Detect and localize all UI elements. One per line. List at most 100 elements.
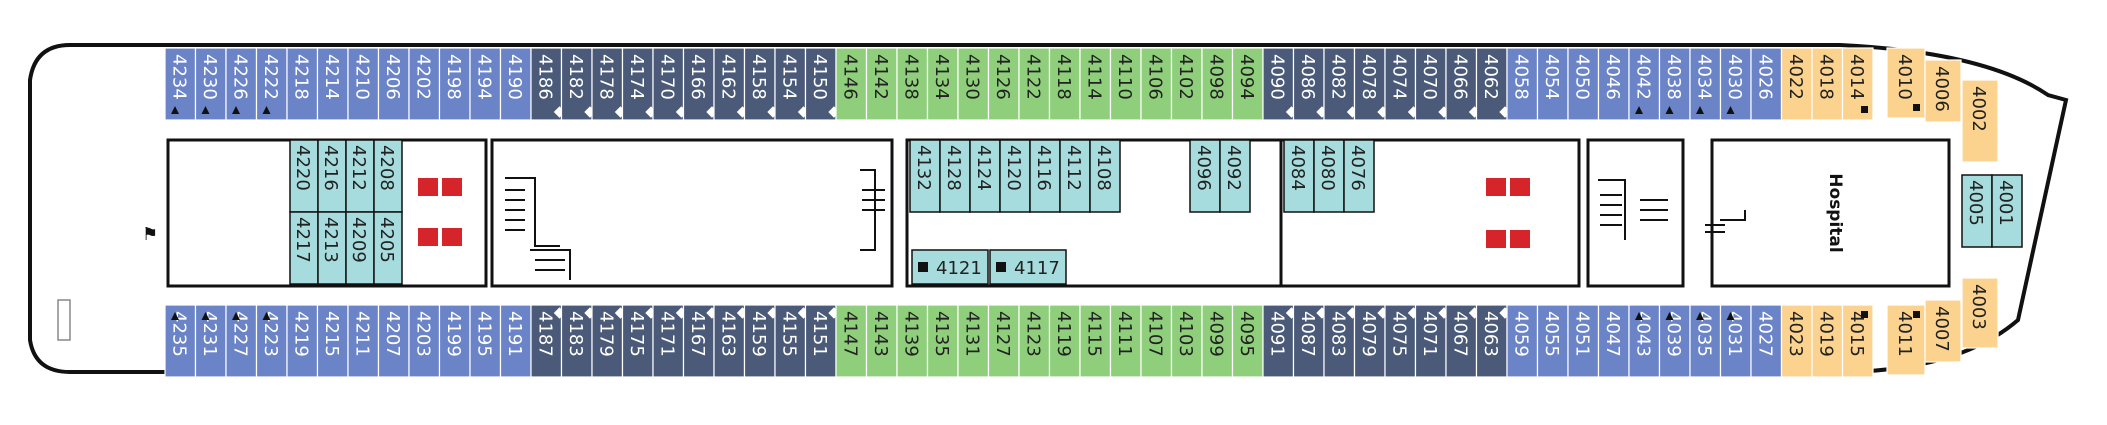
- cabin-4078[interactable]: 4078: [1353, 47, 1389, 121]
- cabin-4146[interactable]: 4146: [835, 47, 868, 121]
- cabin-4183[interactable]: 4183: [560, 304, 596, 378]
- cabin-4046[interactable]: 4046: [1597, 47, 1630, 121]
- cabin-4099[interactable]: 4099: [1201, 304, 1234, 378]
- cabin-4195[interactable]: 4195: [469, 304, 502, 378]
- cabin-4006[interactable]: 4006: [1924, 59, 1962, 123]
- cabin-4051[interactable]: 4051: [1567, 304, 1600, 378]
- cabin-4050[interactable]: 4050: [1567, 47, 1600, 121]
- cabin-4142[interactable]: 4142: [865, 47, 898, 121]
- cabin-4098[interactable]: 4098: [1201, 47, 1234, 121]
- cabin-4075[interactable]: 4075: [1384, 304, 1420, 378]
- cabin-4066[interactable]: 4066: [1445, 47, 1481, 121]
- cabin-4019[interactable]: 4019: [1811, 304, 1844, 378]
- cabin-4007[interactable]: 4007: [1924, 299, 1962, 363]
- cabin-4114[interactable]: 4114: [1079, 47, 1112, 121]
- cabin-4112[interactable]: 4112: [1059, 139, 1091, 213]
- cabin-4047[interactable]: 4047: [1597, 304, 1630, 378]
- cabin-4022[interactable]: 4022: [1780, 47, 1813, 121]
- cabin-4186[interactable]: 4186: [530, 47, 566, 121]
- cabin-4059[interactable]: 4059: [1506, 304, 1539, 378]
- cabin-4126[interactable]: 4126: [987, 47, 1020, 121]
- cabin-4174[interactable]: 4174: [621, 47, 657, 121]
- cabin-4102[interactable]: 4102: [1170, 47, 1203, 121]
- cabin-4124[interactable]: 4124: [969, 139, 1001, 213]
- cabin-4087[interactable]: 4087: [1292, 304, 1328, 378]
- cabin-4158[interactable]: 4158: [743, 47, 779, 121]
- cabin-4207[interactable]: 4207: [377, 304, 410, 378]
- cabin-4131[interactable]: 4131: [957, 304, 990, 378]
- cabin-4027[interactable]: 4027: [1750, 304, 1783, 378]
- cabin-4018[interactable]: 4018: [1811, 47, 1844, 121]
- cabin-4166[interactable]: 4166: [682, 47, 718, 121]
- cabin-4123[interactable]: 4123: [1018, 304, 1051, 378]
- cabin-4096[interactable]: 4096: [1189, 139, 1221, 213]
- cabin-4223[interactable]: 4223: [255, 304, 288, 378]
- cabin-4216[interactable]: 4216: [317, 139, 347, 213]
- cabin-4170[interactable]: 4170: [652, 47, 688, 121]
- cabin-4111[interactable]: 4111: [1109, 304, 1142, 378]
- cabin-4070[interactable]: 4070: [1414, 47, 1450, 121]
- cabin-4086[interactable]: 4086: [1292, 47, 1328, 121]
- cabin-4122[interactable]: 4122: [1018, 47, 1051, 121]
- cabin-4218[interactable]: 4218: [286, 47, 319, 121]
- cabin-4038[interactable]: 4038: [1658, 47, 1691, 121]
- cabin-4147[interactable]: 4147: [835, 304, 868, 378]
- cabin-4155[interactable]: 4155: [774, 304, 810, 378]
- cabin-4030[interactable]: 4030: [1719, 47, 1752, 121]
- cabin-4042[interactable]: 4042: [1628, 47, 1661, 121]
- cabin-4058[interactable]: 4058: [1506, 47, 1539, 121]
- cabin-4171[interactable]: 4171: [652, 304, 688, 378]
- cabin-4175[interactable]: 4175: [621, 304, 657, 378]
- cabin-4003[interactable]: 4003: [1961, 277, 1999, 349]
- cabin-4063[interactable]: 4063: [1475, 304, 1511, 378]
- cabin-4214[interactable]: 4214: [316, 47, 349, 121]
- cabin-4119[interactable]: 4119: [1048, 304, 1081, 378]
- cabin-4118[interactable]: 4118: [1048, 47, 1081, 121]
- cabin-4005[interactable]: 4005: [1961, 174, 1993, 248]
- cabin-4034[interactable]: 4034: [1689, 47, 1722, 121]
- cabin-4198[interactable]: 4198: [438, 47, 471, 121]
- cabin-4132[interactable]: 4132: [909, 139, 941, 213]
- cabin-4107[interactable]: 4107: [1140, 304, 1173, 378]
- cabin-4194[interactable]: 4194: [469, 47, 502, 121]
- cabin-4231[interactable]: 4231: [194, 304, 227, 378]
- cabin-4001[interactable]: 4001: [1991, 174, 2023, 248]
- cabin-4023[interactable]: 4023: [1780, 304, 1813, 378]
- cabin-4091[interactable]: 4091: [1262, 304, 1298, 378]
- cabin-4235[interactable]: 4235: [164, 304, 197, 378]
- cabin-4120[interactable]: 4120: [999, 139, 1031, 213]
- cabin-4179[interactable]: 4179: [591, 304, 627, 378]
- cabin-4208[interactable]: 4208: [373, 139, 403, 213]
- cabin-4187[interactable]: 4187: [530, 304, 566, 378]
- cabin-4230[interactable]: 4230: [194, 47, 227, 121]
- cabin-4154[interactable]: 4154: [774, 47, 810, 121]
- cabin-4162[interactable]: 4162: [713, 47, 749, 121]
- cabin-4226[interactable]: 4226: [225, 47, 258, 121]
- cabin-4067[interactable]: 4067: [1445, 304, 1481, 378]
- cabin-4217[interactable]: 4217: [289, 211, 319, 285]
- cabin-4220[interactable]: 4220: [289, 139, 319, 213]
- cabin-4035[interactable]: 4035: [1689, 304, 1722, 378]
- cabin-4205[interactable]: 4205: [373, 211, 403, 285]
- cabin-4002[interactable]: 4002: [1961, 79, 1999, 163]
- cabin-4227[interactable]: 4227: [225, 304, 258, 378]
- cabin-4014[interactable]: 4014: [1841, 47, 1874, 121]
- cabin-4039[interactable]: 4039: [1658, 304, 1691, 378]
- cabin-4210[interactable]: 4210: [347, 47, 380, 121]
- cabin-4130[interactable]: 4130: [957, 47, 990, 121]
- cabin-4094[interactable]: 4094: [1231, 47, 1264, 121]
- cabin-4011[interactable]: 4011: [1886, 304, 1926, 376]
- cabin-4159[interactable]: 4159: [743, 304, 779, 378]
- cabin-4010[interactable]: 4010: [1886, 47, 1926, 119]
- cabin-4191[interactable]: 4191: [499, 304, 532, 378]
- cabin-4222[interactable]: 4222: [255, 47, 288, 121]
- cabin-4080[interactable]: 4080: [1313, 139, 1345, 213]
- cabin-4199[interactable]: 4199: [438, 304, 471, 378]
- cabin-4202[interactable]: 4202: [408, 47, 441, 121]
- cabin-4083[interactable]: 4083: [1323, 304, 1359, 378]
- cabin-4134[interactable]: 4134: [926, 47, 959, 121]
- cabin-4079[interactable]: 4079: [1353, 304, 1389, 378]
- cabin-4043[interactable]: 4043: [1628, 304, 1661, 378]
- cabin-4090[interactable]: 4090: [1262, 47, 1298, 121]
- cabin-4015[interactable]: 4015: [1841, 304, 1874, 378]
